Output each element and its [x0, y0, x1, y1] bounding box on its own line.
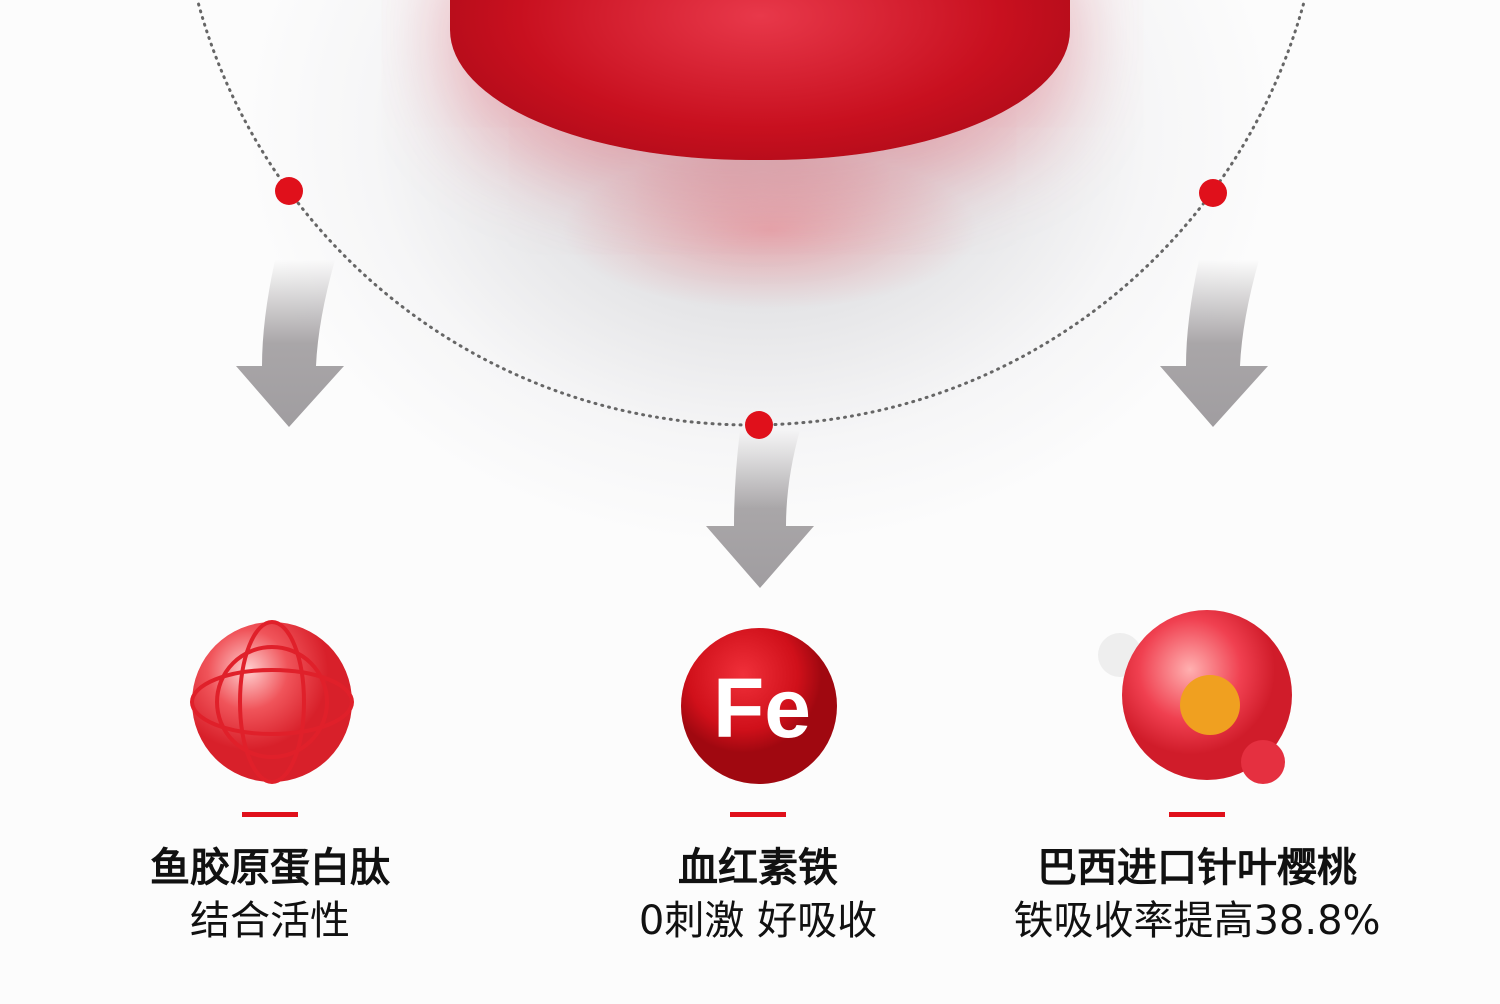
feature-subtitle: 0刺激 好吸收	[638, 898, 878, 944]
arc-node-dot	[1199, 179, 1227, 207]
arc-node-dot	[745, 411, 773, 439]
feature-title: 血红素铁	[678, 845, 838, 891]
arrow-down-icon	[236, 260, 344, 427]
dotted-arc	[196, 0, 1306, 427]
feature-collagen: 鱼胶原蛋白肽 结合活性	[50, 600, 490, 949]
feature-title: 巴西进口针叶樱桃	[1037, 845, 1357, 891]
accent-bar	[242, 812, 298, 817]
feature-title: 鱼胶原蛋白肽	[150, 845, 390, 891]
acerola-cherry-icon	[1098, 610, 1292, 784]
collagen-molecule-icon	[190, 620, 354, 784]
feature-heme-iron: 血红素铁 0刺激 好吸收	[538, 600, 978, 949]
iron-fe-icon: Fe	[681, 628, 837, 784]
arc-node-dot	[275, 177, 303, 205]
gummy-glow	[560, 150, 980, 310]
accent-bar	[1169, 812, 1225, 817]
arrow-down-icon	[706, 430, 814, 588]
svg-text:Fe: Fe	[713, 661, 811, 755]
feature-subtitle: 结合活性	[190, 898, 350, 944]
accent-bar	[730, 812, 786, 817]
arrow-down-icon	[1160, 260, 1268, 427]
feature-subtitle: 铁吸收率提高38.8%	[1013, 898, 1381, 944]
feature-acerola: 巴西进口针叶樱桃 铁吸收率提高38.8%	[977, 600, 1417, 949]
